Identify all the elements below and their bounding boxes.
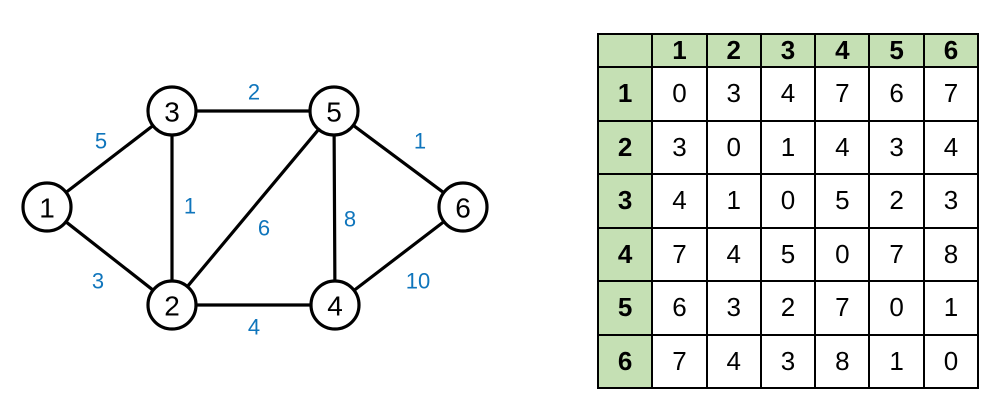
graph-node-circle-4[interactable] [309,279,361,331]
matrix-cell-3-4: 5 [814,173,871,229]
matrix-col-header-1: 1 [651,33,708,68]
graph-edge-4-6 [352,219,446,293]
matrix-col-header-5: 5 [868,33,925,68]
matrix-row-header-3: 3 [596,173,654,229]
graph-node-circle-3[interactable] [146,85,198,137]
matrix-row-header-4: 4 [596,226,654,282]
matrix-cell-2-5: 3 [868,119,925,175]
matrix-col-header-4: 4 [814,33,871,68]
graph-edge-weight-3-2: 1 [184,194,196,219]
graph-edge-weight-2-4: 4 [248,315,260,340]
matrix-cell-2-3: 1 [759,119,817,175]
matrix-cell-1-4: 7 [814,66,871,122]
graph-node-5[interactable]: 5 [308,85,360,137]
graph-node-label-5: 5 [326,97,342,128]
matrix-cell-6-3: 3 [759,333,817,389]
matrix-cell-1-6: 7 [922,66,980,122]
graph-node-label-3: 3 [164,97,180,128]
graph-node-label-4: 4 [327,291,343,322]
matrix-row-header-2: 2 [596,119,654,175]
graph-edge-5-4 [332,133,337,283]
matrix-cell-4-1: 7 [651,226,708,282]
matrix-cell-4-4: 0 [814,226,871,282]
graph-node-3[interactable]: 3 [146,85,198,137]
graph-node-label-1: 1 [39,193,55,224]
graph-diagram-panel: 1 2 3 4 5 6 5 3 2 1 6 4 8 1 10 [21,80,489,340]
matrix-cell-5-1: 6 [651,280,708,336]
matrix-corner-cell [596,33,654,68]
matrix-cell-5-2: 3 [705,280,762,336]
matrix-cell-3-3: 0 [759,173,817,229]
matrix-cell-6-5: 1 [868,333,925,389]
graph-edge-weight-3-5: 2 [248,80,260,105]
graph-edge-weight-5-4: 8 [344,207,356,232]
graph-node-circle-1[interactable] [21,181,73,233]
matrix-col-header-2: 2 [705,33,762,68]
graph-canvas: 1 2 3 4 5 6 5 3 2 1 6 4 8 1 10 [21,80,489,340]
matrix-cell-4-3: 5 [759,226,817,282]
matrix-cell-3-2: 1 [705,173,762,229]
graph-node-4[interactable]: 4 [309,279,361,331]
graph-node-1[interactable]: 1 [21,181,73,233]
matrix-cell-6-6: 0 [922,333,980,389]
matrix-cell-6-4: 8 [814,333,871,389]
graph-nodes-group: 1 2 3 4 5 6 [21,85,489,331]
graph-edge-weights-group: 5 3 2 1 6 4 8 1 10 [92,80,430,340]
graph-node-circle-5[interactable] [308,85,360,137]
matrix-cell-2-2: 0 [705,119,762,175]
graph-node-6[interactable]: 6 [437,181,489,233]
matrix-cell-5-4: 7 [814,280,871,336]
matrix-col-header-6: 6 [922,33,980,68]
graph-edges-group [64,109,446,307]
matrix-cell-6-1: 7 [651,333,708,389]
graph-node-circle-2[interactable] [146,279,198,331]
graph-edge-weight-1-3: 5 [95,129,107,154]
graph-edge-weight-1-2: 3 [92,269,104,294]
graph-edge-2-5 [185,127,321,289]
graph-node-circle-6[interactable] [437,181,489,233]
matrix-cell-3-6: 3 [922,173,980,229]
matrix-cell-2-4: 4 [814,119,871,175]
graph-edge-1-3 [64,124,155,194]
matrix-cell-4-6: 8 [922,226,980,282]
matrix-cell-1-1: 0 [651,66,708,122]
graph-edge-weight-4-6: 10 [406,269,430,294]
matrix-row-header-5: 5 [596,280,654,336]
matrix-cell-1-2: 3 [705,66,762,122]
matrix-row-header-1: 1 [596,66,654,122]
matrix-cell-5-5: 0 [868,280,925,336]
graph-edge-5-6 [351,123,446,195]
matrix-cell-2-1: 3 [651,119,708,175]
matrix-cell-5-6: 1 [922,280,980,336]
matrix-cell-3-1: 4 [651,173,708,229]
matrix-cell-1-5: 6 [868,66,925,122]
graph-node-label-2: 2 [164,291,180,322]
graph-node-label-6: 6 [455,193,471,224]
graph-node-2[interactable]: 2 [146,279,198,331]
graph-edge-weight-5-6: 1 [414,129,426,154]
matrix-cell-1-3: 4 [759,66,817,122]
graph-edge-1-2 [64,220,155,292]
graph-edge-weight-2-5: 6 [258,216,270,241]
matrix-cell-5-3: 2 [759,280,817,336]
matrix-cell-3-5: 2 [868,173,925,229]
matrix-row-header-6: 6 [596,333,654,389]
matrix-cell-4-5: 7 [868,226,925,282]
matrix-cell-6-2: 4 [705,333,762,389]
matrix-cell-2-6: 4 [922,119,980,175]
matrix-col-header-3: 3 [759,33,817,68]
matrix-cell-4-2: 4 [705,226,762,282]
